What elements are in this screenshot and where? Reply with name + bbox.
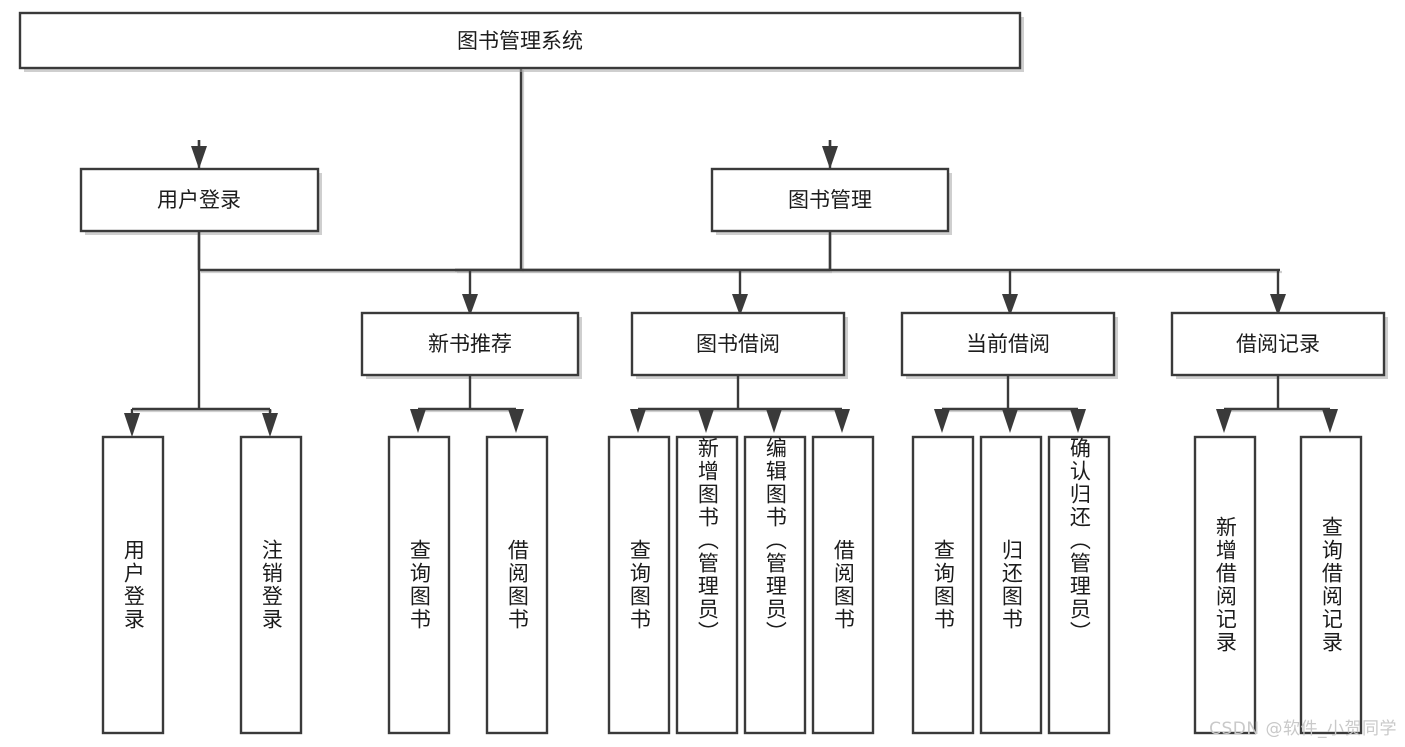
- arrow-icon: [410, 409, 426, 433]
- leaf-node[interactable]: [1299, 435, 1363, 735]
- node-rect: [630, 311, 846, 377]
- leaf-node[interactable]: [675, 435, 739, 735]
- connector-group-records-leaves: [1216, 375, 1338, 433]
- arrow-icon: [191, 146, 207, 169]
- node-label: 借阅记录: [1236, 332, 1320, 356]
- node-label: 用户登录: [157, 188, 241, 212]
- leaf-node[interactable]: [239, 435, 303, 735]
- leaf-node[interactable]: [1193, 435, 1257, 735]
- arrow-icon: [698, 409, 714, 433]
- node-rect: [710, 167, 950, 233]
- leaf-node[interactable]: [1047, 435, 1111, 735]
- node-label: 图书管理系统: [457, 29, 583, 53]
- node-new-book-recommend[interactable]: 新书推荐: [360, 311, 582, 379]
- node-rect: [911, 435, 975, 735]
- node-current-borrow[interactable]: 当前借阅: [900, 311, 1118, 379]
- node-rect: [387, 435, 451, 735]
- arrow-icon: [124, 413, 140, 437]
- arrow-icon: [732, 294, 748, 316]
- node-label: 图书借阅: [696, 332, 780, 356]
- node-rect: [79, 167, 320, 233]
- arrow-icon: [630, 409, 646, 433]
- node-rect: [979, 435, 1043, 735]
- node-label: 新书推荐: [428, 332, 512, 356]
- node-rect: [811, 435, 875, 735]
- arrow-icon: [1070, 409, 1086, 433]
- node-rect: [1047, 435, 1111, 735]
- node-rect: [607, 435, 671, 735]
- arrow-icon: [1002, 409, 1018, 433]
- leaf-node[interactable]: [485, 435, 549, 735]
- arrow-icon: [1322, 409, 1338, 433]
- node-rect: [239, 435, 303, 735]
- node-user-login[interactable]: 用户登录: [79, 167, 322, 235]
- connector-group-bookborrow-leaves: [630, 375, 850, 433]
- connector-group-userlogin-leaves: [124, 231, 278, 437]
- arrow-icon: [834, 409, 850, 433]
- connector-group-bookmgmt-to-level3: [455, 231, 1286, 316]
- node-rect: [485, 435, 549, 735]
- connector-arrowheads-root: [191, 140, 838, 169]
- leaf-node[interactable]: [743, 435, 807, 735]
- arrow-icon: [1002, 294, 1018, 316]
- node-rect: [360, 311, 580, 377]
- arrow-icon: [822, 146, 838, 169]
- node-book-borrow[interactable]: 图书借阅: [630, 311, 848, 379]
- node-rect: [18, 11, 1022, 70]
- connector-group-newbook-leaves: [410, 375, 524, 433]
- arrow-icon: [462, 294, 478, 316]
- leaf-node[interactable]: [101, 435, 165, 735]
- node-rect: [900, 311, 1116, 377]
- arrow-icon: [934, 409, 950, 433]
- leaf-node[interactable]: [811, 435, 875, 735]
- arrow-icon: [1216, 409, 1232, 433]
- arrow-icon: [262, 413, 278, 437]
- node-book-management[interactable]: 图书管理: [710, 167, 952, 235]
- arrow-icon: [508, 409, 524, 433]
- node-rect: [1193, 435, 1257, 735]
- arrow-icon: [766, 409, 782, 433]
- connector-group-currentborrow-leaves: [934, 375, 1086, 433]
- node-borrow-records[interactable]: 借阅记录: [1170, 311, 1388, 379]
- node-label: 图书管理: [788, 188, 872, 212]
- leaf-node[interactable]: [387, 435, 451, 735]
- node-rect: [1299, 435, 1363, 735]
- leaf-node[interactable]: [911, 435, 975, 735]
- node-rect: [743, 435, 807, 735]
- arrow-icon: [1270, 294, 1286, 316]
- node-rect: [101, 435, 165, 735]
- node-label: 当前借阅: [966, 332, 1050, 356]
- node-rect: [675, 435, 739, 735]
- leaf-node[interactable]: [979, 435, 1043, 735]
- node-root[interactable]: 图书管理系统: [18, 11, 1024, 72]
- leaf-node[interactable]: [607, 435, 671, 735]
